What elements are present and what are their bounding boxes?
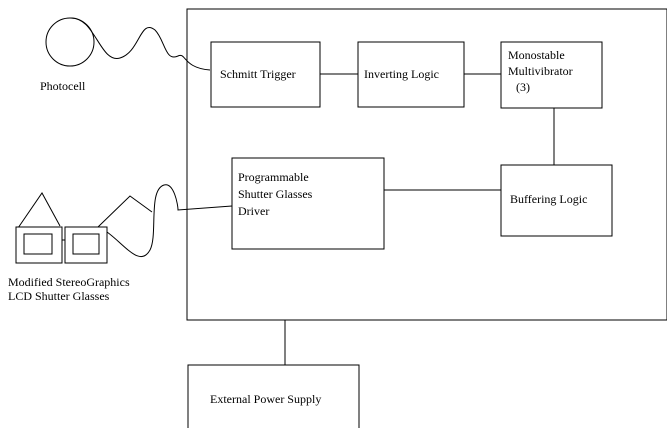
power-supply-label: External Power Supply <box>210 392 321 406</box>
buffering-logic-block: Buffering Logic <box>500 164 613 237</box>
external-power-supply-block: External Power Supply <box>187 364 360 428</box>
driver-label-line2: Shutter Glasses <box>238 187 313 201</box>
glasses-label-line1: Modified StereoGraphics <box>8 275 130 289</box>
driver-label-line3: Driver <box>238 204 269 218</box>
glasses-label-line2: LCD Shutter Glasses <box>8 289 110 303</box>
photocell-cable <box>69 17 211 71</box>
shutter-glasses-driver-block: Programmable Shutter Glasses Driver <box>231 157 385 250</box>
schmitt-trigger-label: Schmitt Trigger <box>220 67 296 81</box>
inverting-logic-label: Inverting Logic <box>364 67 439 81</box>
monostable-multivibrator-block: Monostable Multivibrator (3) <box>500 41 603 109</box>
glasses-cable <box>106 184 233 257</box>
monostable-label-line1: Monostable <box>508 48 565 62</box>
driver-label-line1: Programmable <box>238 170 309 184</box>
monostable-label-line3: (3) <box>516 80 530 94</box>
buffering-logic-label: Buffering Logic <box>510 192 587 206</box>
schmitt-trigger-block: Schmitt Trigger <box>210 41 321 108</box>
inverting-logic-block: Inverting Logic <box>357 41 465 108</box>
photocell-label: Photocell <box>40 79 86 93</box>
monostable-label-line2: Multivibrator <box>508 64 573 78</box>
shutter-glasses-icon <box>15 192 153 264</box>
